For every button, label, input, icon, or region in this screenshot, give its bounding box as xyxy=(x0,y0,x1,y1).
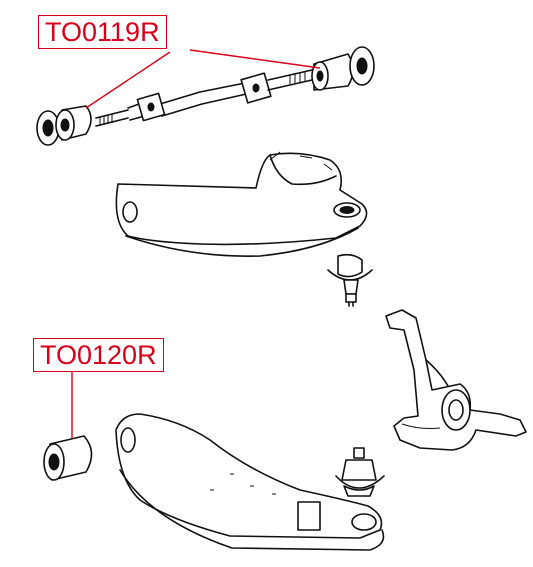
leader-line-to-strut-bushings xyxy=(189,49,321,69)
lower-ball-joint xyxy=(335,447,385,497)
upper-control-arm xyxy=(115,151,368,257)
lower-control-arm-bushing xyxy=(43,435,93,481)
callout-leaders xyxy=(71,49,321,438)
upper-ball-joint xyxy=(327,253,373,307)
part-number-callout-strut-bushing: TO0119R xyxy=(38,15,167,49)
lower-control-arm xyxy=(115,413,385,551)
steering-knuckle xyxy=(385,309,527,451)
part-number-callout-lower-arm-bushing: TO0120R xyxy=(33,338,164,372)
leader-line-to-strut-bushing-left xyxy=(85,51,171,109)
strut-rod-assembly xyxy=(36,46,375,146)
